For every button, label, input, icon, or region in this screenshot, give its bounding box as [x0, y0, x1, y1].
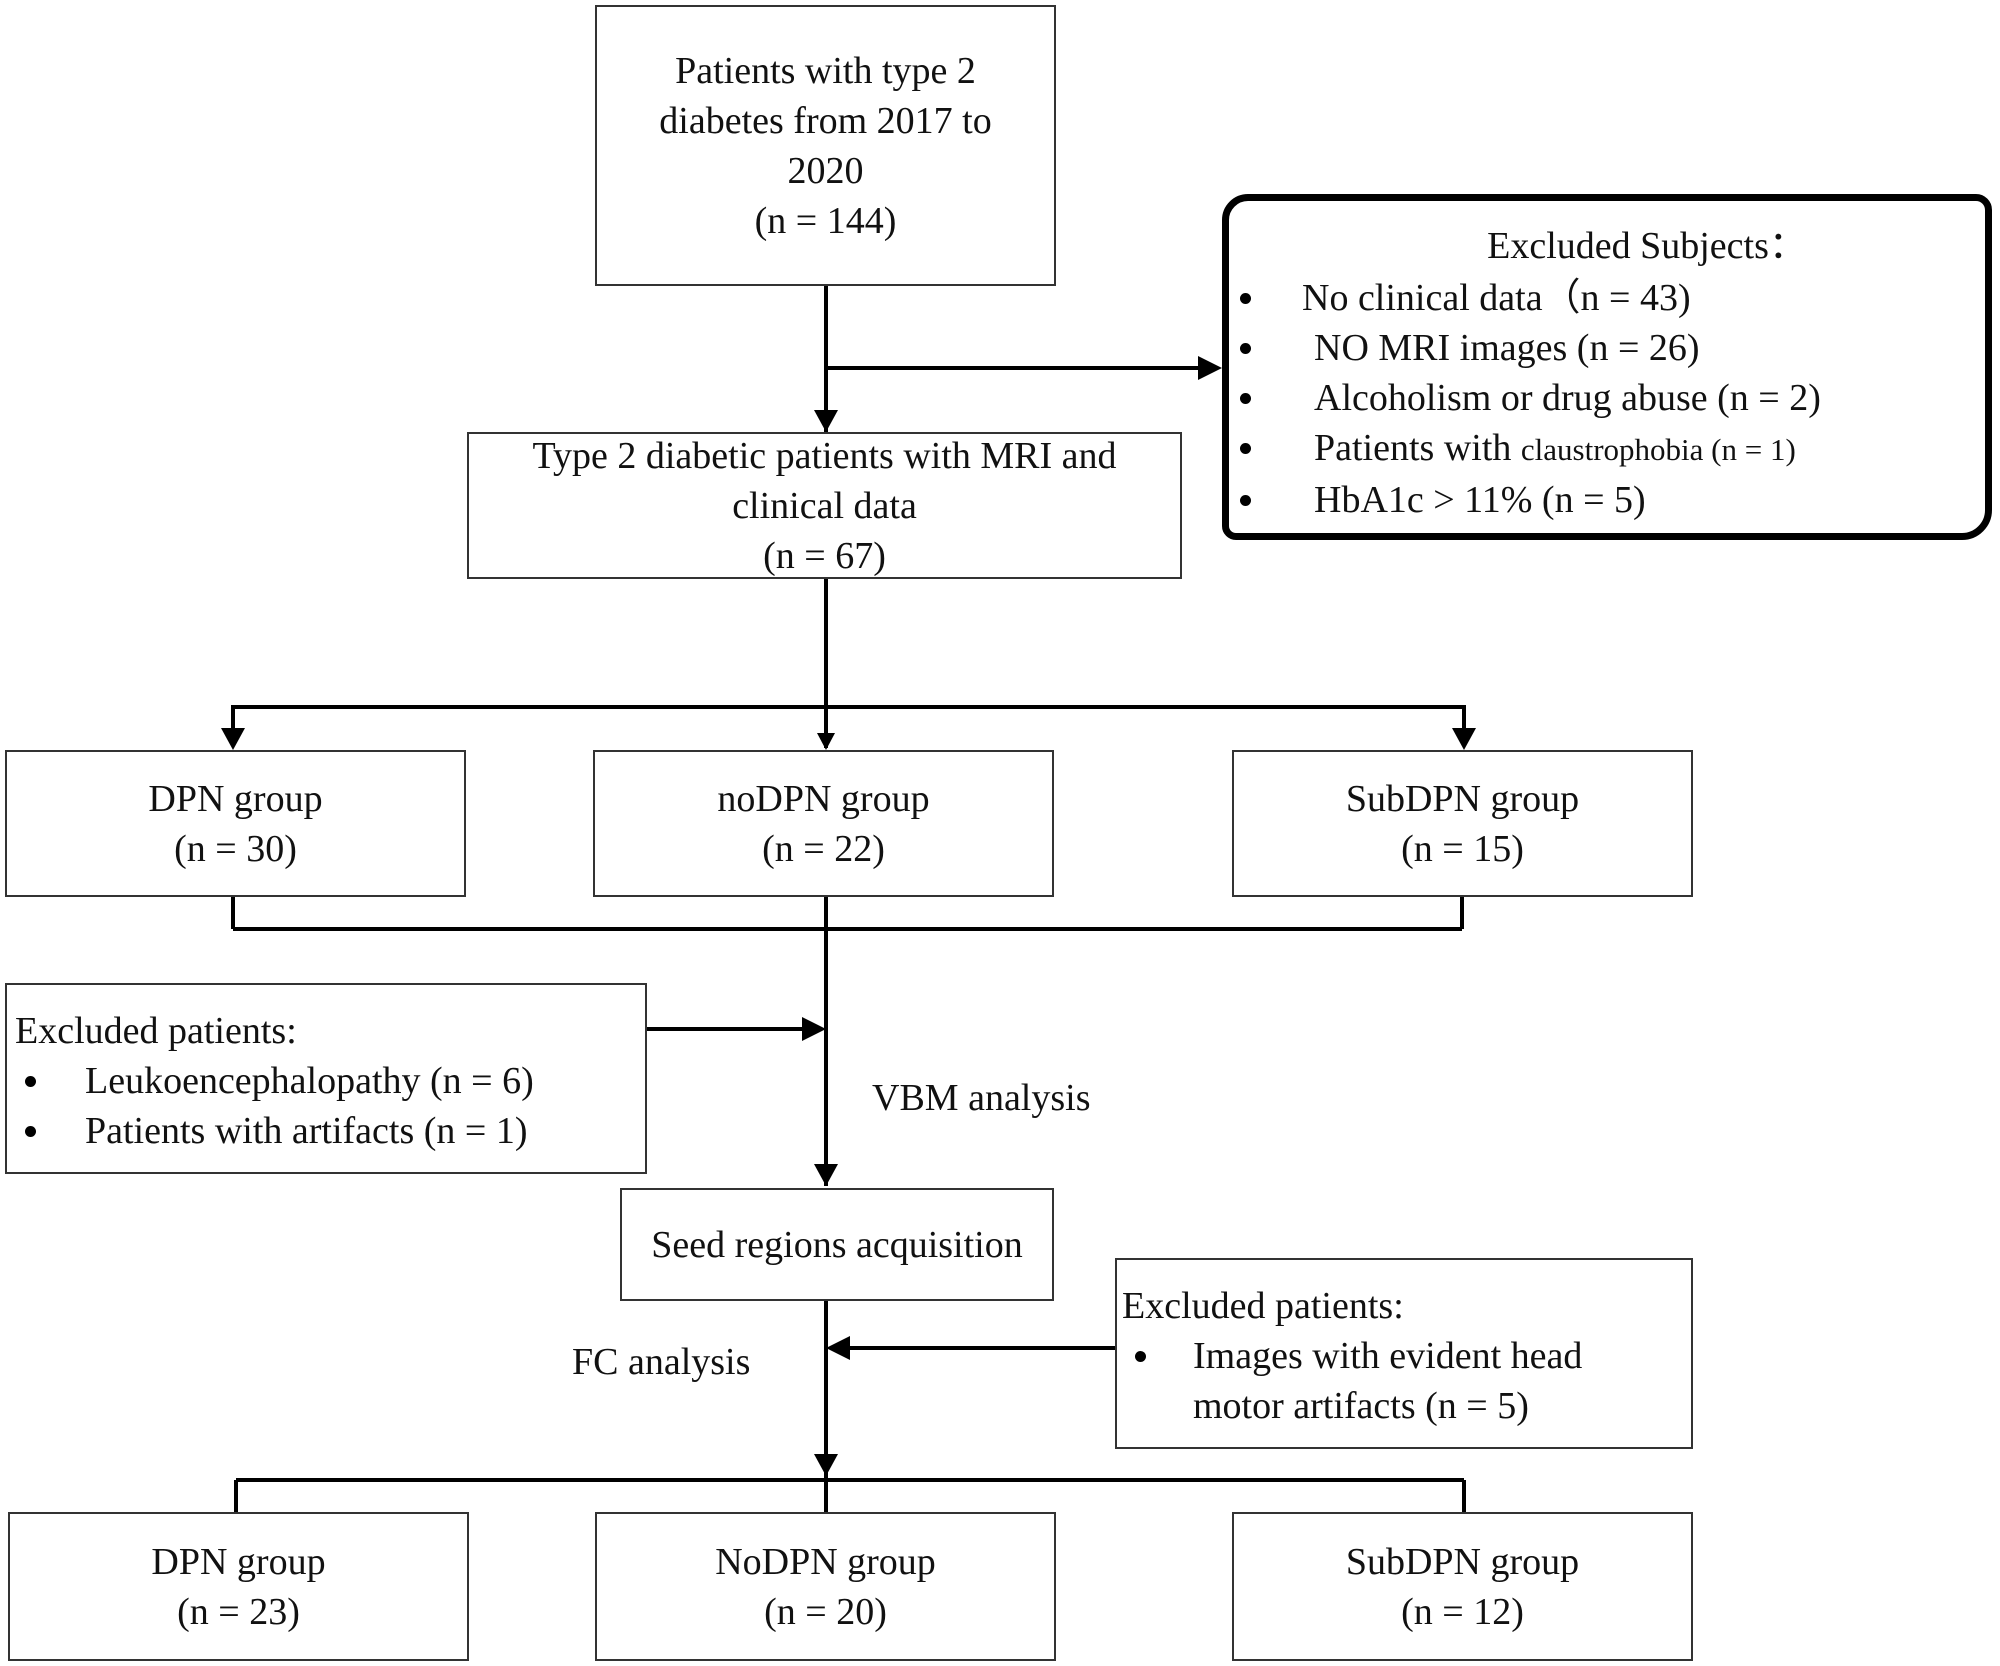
bullet-icon — [25, 1076, 36, 1087]
top-box-line-2: diabetes from 2017 to — [659, 99, 992, 142]
top-box-line-1: Patients with type 2 — [675, 49, 976, 92]
mri-box-line-3: (n = 67) — [763, 534, 886, 577]
top-box-line-4: (n = 144) — [754, 199, 897, 242]
excluded-patients-title-2: Excluded patients: — [1122, 1285, 1404, 1327]
excluded-subjects-list: No clinical data（n = 43) NO MRI images (… — [1229, 273, 1985, 525]
group-dpn-initial: DPN group (n = 30) — [5, 750, 466, 897]
excluded-item-text-line-2: motor artifacts (n = 5) — [1193, 1385, 1529, 1427]
bullet-icon — [25, 1126, 36, 1137]
arrowhead-dpn — [221, 728, 245, 750]
excluded-item-text: No clinical data（n = 43) — [1302, 277, 1691, 319]
excluded-subjects-box: Excluded Subjects： No clinical data（n = … — [1222, 194, 1992, 540]
excluded-patients-title-1: Excluded patients: — [15, 1010, 297, 1052]
arrowhead-excluded-1 — [802, 1017, 826, 1041]
group-count: (n = 23) — [177, 1590, 300, 1633]
mri-box-line-2: clinical data — [732, 484, 917, 527]
excluded-patients-box-1: Excluded patients: Leukoencephalopathy (… — [5, 983, 647, 1174]
seed-box-text: Seed regions acquisition — [651, 1223, 1023, 1266]
group-name: SubDPN group — [1345, 1540, 1580, 1583]
fc-analysis-label: FC analysis — [572, 1341, 751, 1383]
bullet-icon — [1240, 293, 1251, 304]
group-count: (n = 22) — [762, 827, 885, 870]
group-count: (n = 30) — [174, 827, 297, 870]
excluded-item-alcohol: Alcoholism or drug abuse (n = 2) — [1229, 373, 1985, 423]
excluded-item-text: NO MRI images (n = 26) — [1314, 327, 1700, 369]
excluded-item-text-line-1: Images with evident head — [1193, 1335, 1583, 1377]
top-patients-box: Patients with type 2 diabetes from 2017 … — [595, 5, 1056, 286]
excluded-patients-box-2: Excluded patients: Images with evident h… — [1115, 1258, 1693, 1449]
group-name: DPN group — [151, 1540, 326, 1583]
group-subdpn-final: SubDPN group (n = 12) — [1232, 1512, 1693, 1661]
excluded-item-clinical: No clinical data（n = 43) — [1229, 273, 1985, 323]
excluded-item-text: Patients with — [1314, 427, 1521, 469]
group-name: SubDPN group — [1345, 777, 1580, 820]
group-count: (n = 12) — [1401, 1590, 1524, 1633]
seed-regions-box: Seed regions acquisition — [620, 1188, 1054, 1301]
arrowhead-mri — [814, 410, 838, 432]
excluded-item-artifacts: Patients with artifacts (n = 1) — [15, 1106, 645, 1156]
group-count: (n = 20) — [764, 1590, 887, 1633]
group-name: noDPN group — [717, 777, 930, 820]
excluded-item-head-motion: Images with evident head motor artifacts… — [1122, 1331, 1691, 1431]
excluded-item-text: Alcoholism or drug abuse (n = 2) — [1314, 377, 1821, 419]
group-count: (n = 15) — [1401, 827, 1524, 870]
group-nodpn-initial: noDPN group (n = 22) — [593, 750, 1054, 897]
bullet-icon — [1240, 443, 1251, 454]
excluded-item-text: HbA1c > 11% (n = 5) — [1314, 479, 1646, 521]
top-box-line-3: 2020 — [787, 149, 864, 192]
bullet-icon — [1240, 495, 1251, 506]
arrowhead-final — [814, 1454, 838, 1476]
arrowhead-seed — [814, 1164, 838, 1186]
arrowhead-excluded-2 — [826, 1336, 850, 1360]
group-dpn-final: DPN group (n = 23) — [8, 1512, 469, 1661]
group-name: DPN group — [148, 777, 323, 820]
arrowhead-nodpn — [817, 733, 835, 750]
excluded-item-text: Patients with artifacts (n = 1) — [85, 1110, 528, 1152]
excluded-patients-list-1: Leukoencephalopathy (n = 6) Patients wit… — [15, 1056, 645, 1156]
bullet-icon — [1135, 1351, 1146, 1362]
group-name: NoDPN group — [715, 1540, 936, 1583]
arrowhead-excluded-subjects — [1198, 356, 1222, 380]
group-nodpn-final: NoDPN group (n = 20) — [595, 1512, 1056, 1661]
mri-clinical-box: Type 2 diabetic patients with MRI and cl… — [467, 432, 1182, 579]
excluded-item-text-small: claustrophobia (n = 1) — [1520, 432, 1796, 467]
arrowhead-subdpn — [1452, 728, 1476, 750]
bullet-icon — [1240, 343, 1251, 354]
excluded-item-leuko: Leukoencephalopathy (n = 6) — [15, 1056, 645, 1106]
excluded-item-text: Leukoencephalopathy (n = 6) — [85, 1060, 534, 1102]
excluded-item-claustrophobia: Patients with claustrophobia (n = 1) — [1229, 423, 1985, 475]
vbm-analysis-label: VBM analysis — [872, 1077, 1091, 1119]
group-subdpn-initial: SubDPN group (n = 15) — [1232, 750, 1693, 897]
excluded-patients-list-2: Images with evident head motor artifacts… — [1122, 1331, 1691, 1431]
excluded-subjects-title: Excluded Subjects： — [1487, 225, 1807, 267]
bullet-icon — [1240, 393, 1251, 404]
mri-box-line-1: Type 2 diabetic patients with MRI and — [532, 434, 1117, 477]
excluded-item-mri: NO MRI images (n = 26) — [1229, 323, 1985, 373]
excluded-item-hba1c: HbA1c > 11% (n = 5) — [1229, 475, 1985, 525]
